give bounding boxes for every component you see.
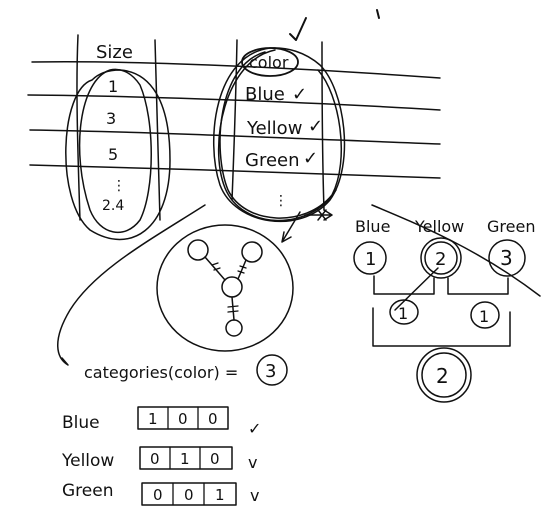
one-hot-bit: 0: [184, 486, 194, 504]
one-hot-bit: 1: [148, 410, 158, 428]
categories-value-circle: [256, 354, 288, 386]
index-value: 1: [365, 249, 376, 270]
table-line: [154, 39, 161, 221]
color-oval: [217, 49, 337, 222]
tree-node: [241, 241, 263, 263]
color-oval: [219, 51, 343, 219]
check-mark: ✓: [292, 84, 307, 105]
one-hot-vector-box: [139, 446, 233, 470]
one-hot-vector-box: [137, 406, 229, 430]
check-mark: ✓: [303, 148, 318, 169]
result-circle: [421, 352, 467, 398]
tree-edge-ticks: [211, 262, 247, 313]
table-line: [76, 34, 81, 221]
index-value: 3: [500, 246, 513, 270]
one-hot-check: v: [250, 486, 259, 505]
size-value: 1: [108, 77, 118, 96]
result-value: 2: [436, 364, 449, 388]
one-hot-label: Blue: [62, 413, 100, 433]
one-hot-bit: 0: [153, 486, 163, 504]
bracket: [447, 277, 509, 295]
table-line: [231, 39, 238, 201]
sum-circle: [470, 301, 500, 329]
one-hot-bit: 1: [215, 486, 225, 504]
connector-line: [394, 267, 439, 311]
mapping-label: Blue: [355, 217, 390, 236]
one-hot-dividers: [169, 446, 201, 470]
size-value: 5: [108, 145, 118, 164]
one-hot-row: Green 0 0 1 v: [62, 481, 259, 506]
index-circle: [353, 241, 387, 275]
tree-circle: [156, 224, 294, 352]
tree-edges: [204, 256, 247, 321]
check-mark-top: [289, 17, 307, 41]
table-line: [321, 41, 325, 211]
index-value: 2: [435, 249, 446, 270]
arrow-down-left-icon: [281, 211, 301, 243]
one-hot-bit: 0: [210, 450, 220, 468]
curved-arrow: [57, 204, 206, 366]
one-hot-bit: 1: [180, 450, 190, 468]
one-hot-check: v: [248, 453, 257, 472]
size-value: 3: [106, 109, 116, 128]
index-circle-outer: [420, 237, 462, 279]
one-hot-bit: 0: [150, 450, 160, 468]
size-values: 1 3 5 ⋮ 2.4: [102, 77, 126, 214]
index-circle: [488, 239, 526, 277]
table-line: [29, 129, 441, 145]
table-line: [31, 60, 441, 79]
color-value: Blue: [245, 84, 285, 105]
mapping-label: Yellow: [414, 217, 464, 236]
one-hot-check: ✓: [248, 419, 261, 438]
bracket: [372, 307, 511, 347]
one-hot-label: Green: [62, 481, 113, 501]
color-continuation: ⋮: [274, 193, 288, 209]
categories-text: categories(color) =: [84, 363, 238, 382]
bracket: [373, 275, 435, 295]
sum-circle: [389, 299, 419, 325]
categories-value: 3: [265, 361, 276, 382]
cross-mark: [317, 209, 327, 221]
sum-value: 1: [398, 304, 408, 323]
tree-node: [225, 319, 243, 337]
table-line: [27, 94, 441, 111]
color-oval: [212, 47, 346, 223]
one-hot-vector-box: [141, 482, 237, 506]
one-hot-dividers: [167, 406, 199, 430]
result-circle-outer: [416, 347, 472, 403]
one-hot-label: Yellow: [61, 451, 114, 471]
mapping-label: Green: [487, 217, 535, 236]
tree-node: [187, 239, 209, 261]
color-header: color: [249, 53, 289, 72]
one-hot-bit: 0: [208, 410, 218, 428]
stray-mark: [376, 9, 380, 19]
index-circle: [424, 241, 458, 275]
one-hot-dividers: [172, 482, 205, 506]
one-hot-row: Blue 1 0 0 ✓: [62, 406, 261, 438]
size-continuation: ⋮: [112, 178, 126, 194]
size-header: Size: [96, 42, 133, 63]
table-line: [29, 164, 441, 179]
one-hot-row: Yellow 0 1 0 v: [61, 446, 257, 472]
check-mark: ✓: [308, 116, 323, 137]
color-value: Yellow: [246, 118, 302, 139]
sum-value: 1: [479, 307, 489, 326]
size-value: 2.4: [102, 198, 124, 214]
size-inner-oval: [78, 68, 152, 234]
color-value: Green: [245, 150, 300, 171]
one-hot-bit: 0: [178, 410, 188, 428]
